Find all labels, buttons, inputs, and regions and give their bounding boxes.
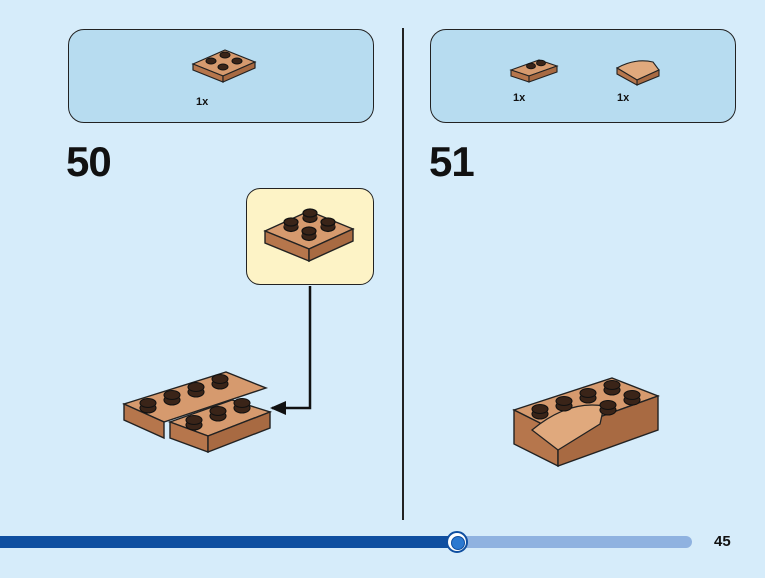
step-51-model-drawing — [512, 377, 660, 468]
placement-arrow — [272, 286, 312, 410]
progress-indicator-icon — [445, 531, 468, 553]
part-quantity: 1x — [617, 92, 630, 104]
sub-assembly-callout — [246, 188, 374, 285]
step-number-50: 50 — [66, 138, 112, 185]
page-number: 45 — [714, 533, 731, 550]
parts-list-step-51: 1x 1x — [430, 29, 736, 123]
parts-list-step-50: 1x — [68, 29, 374, 123]
step-divider — [402, 28, 404, 520]
part-quantity: 1x — [513, 92, 526, 104]
step-number-51: 51 — [429, 138, 475, 185]
plate-2x2-part-icon — [191, 49, 257, 83]
curved-slope-part-icon — [615, 60, 660, 86]
arrow-head-icon — [270, 401, 286, 415]
plate-2x2-callout-drawing — [263, 208, 355, 263]
plate-1x2-part-icon — [509, 59, 559, 83]
progress-bar-fill — [0, 536, 457, 548]
step-50-model-drawing — [122, 286, 312, 454]
progress-bar — [0, 531, 692, 553]
part-quantity: 1x — [196, 96, 209, 108]
